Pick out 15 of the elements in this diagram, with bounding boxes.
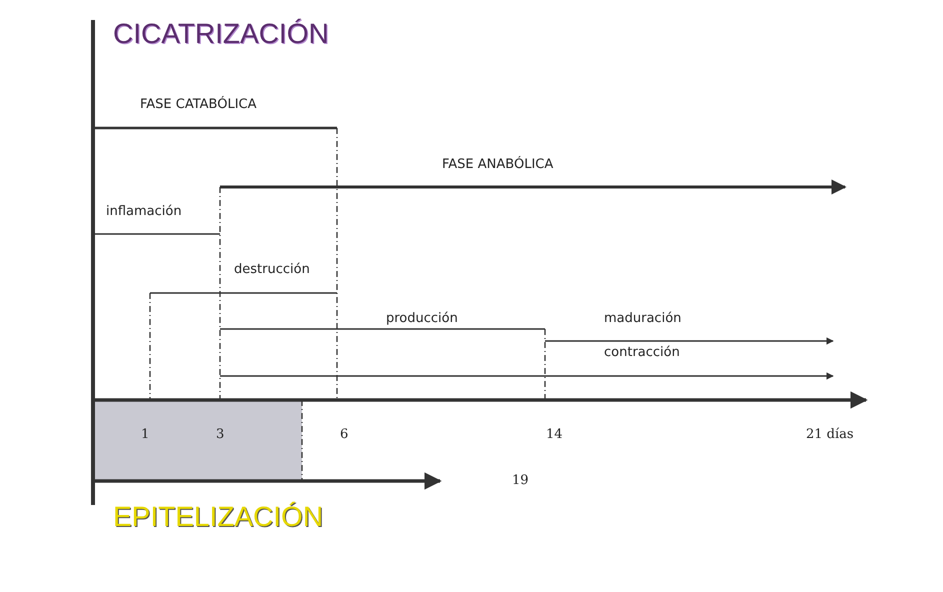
tick-label: 1 [141,427,150,442]
heading: CICATRIZACIÓN [113,18,329,50]
phase-label: producción [386,311,458,326]
tick-label: 19 [512,473,529,488]
tick-label: 3 [216,427,224,442]
phase-label: contracción [604,345,680,360]
tick-label: 21 días [806,427,854,442]
phase-label: maduración [604,311,682,326]
phase-label: FASE CATABÓLICA [140,97,257,112]
phase-label: destrucción [234,262,310,277]
phase-label: FASE ANABÓLICA [442,157,554,172]
tick-label: 14 [546,427,563,442]
phase-label: inflamación [106,204,182,219]
tick-label: 6 [340,427,348,442]
heading: EPITELIZACIÓN [113,501,324,533]
